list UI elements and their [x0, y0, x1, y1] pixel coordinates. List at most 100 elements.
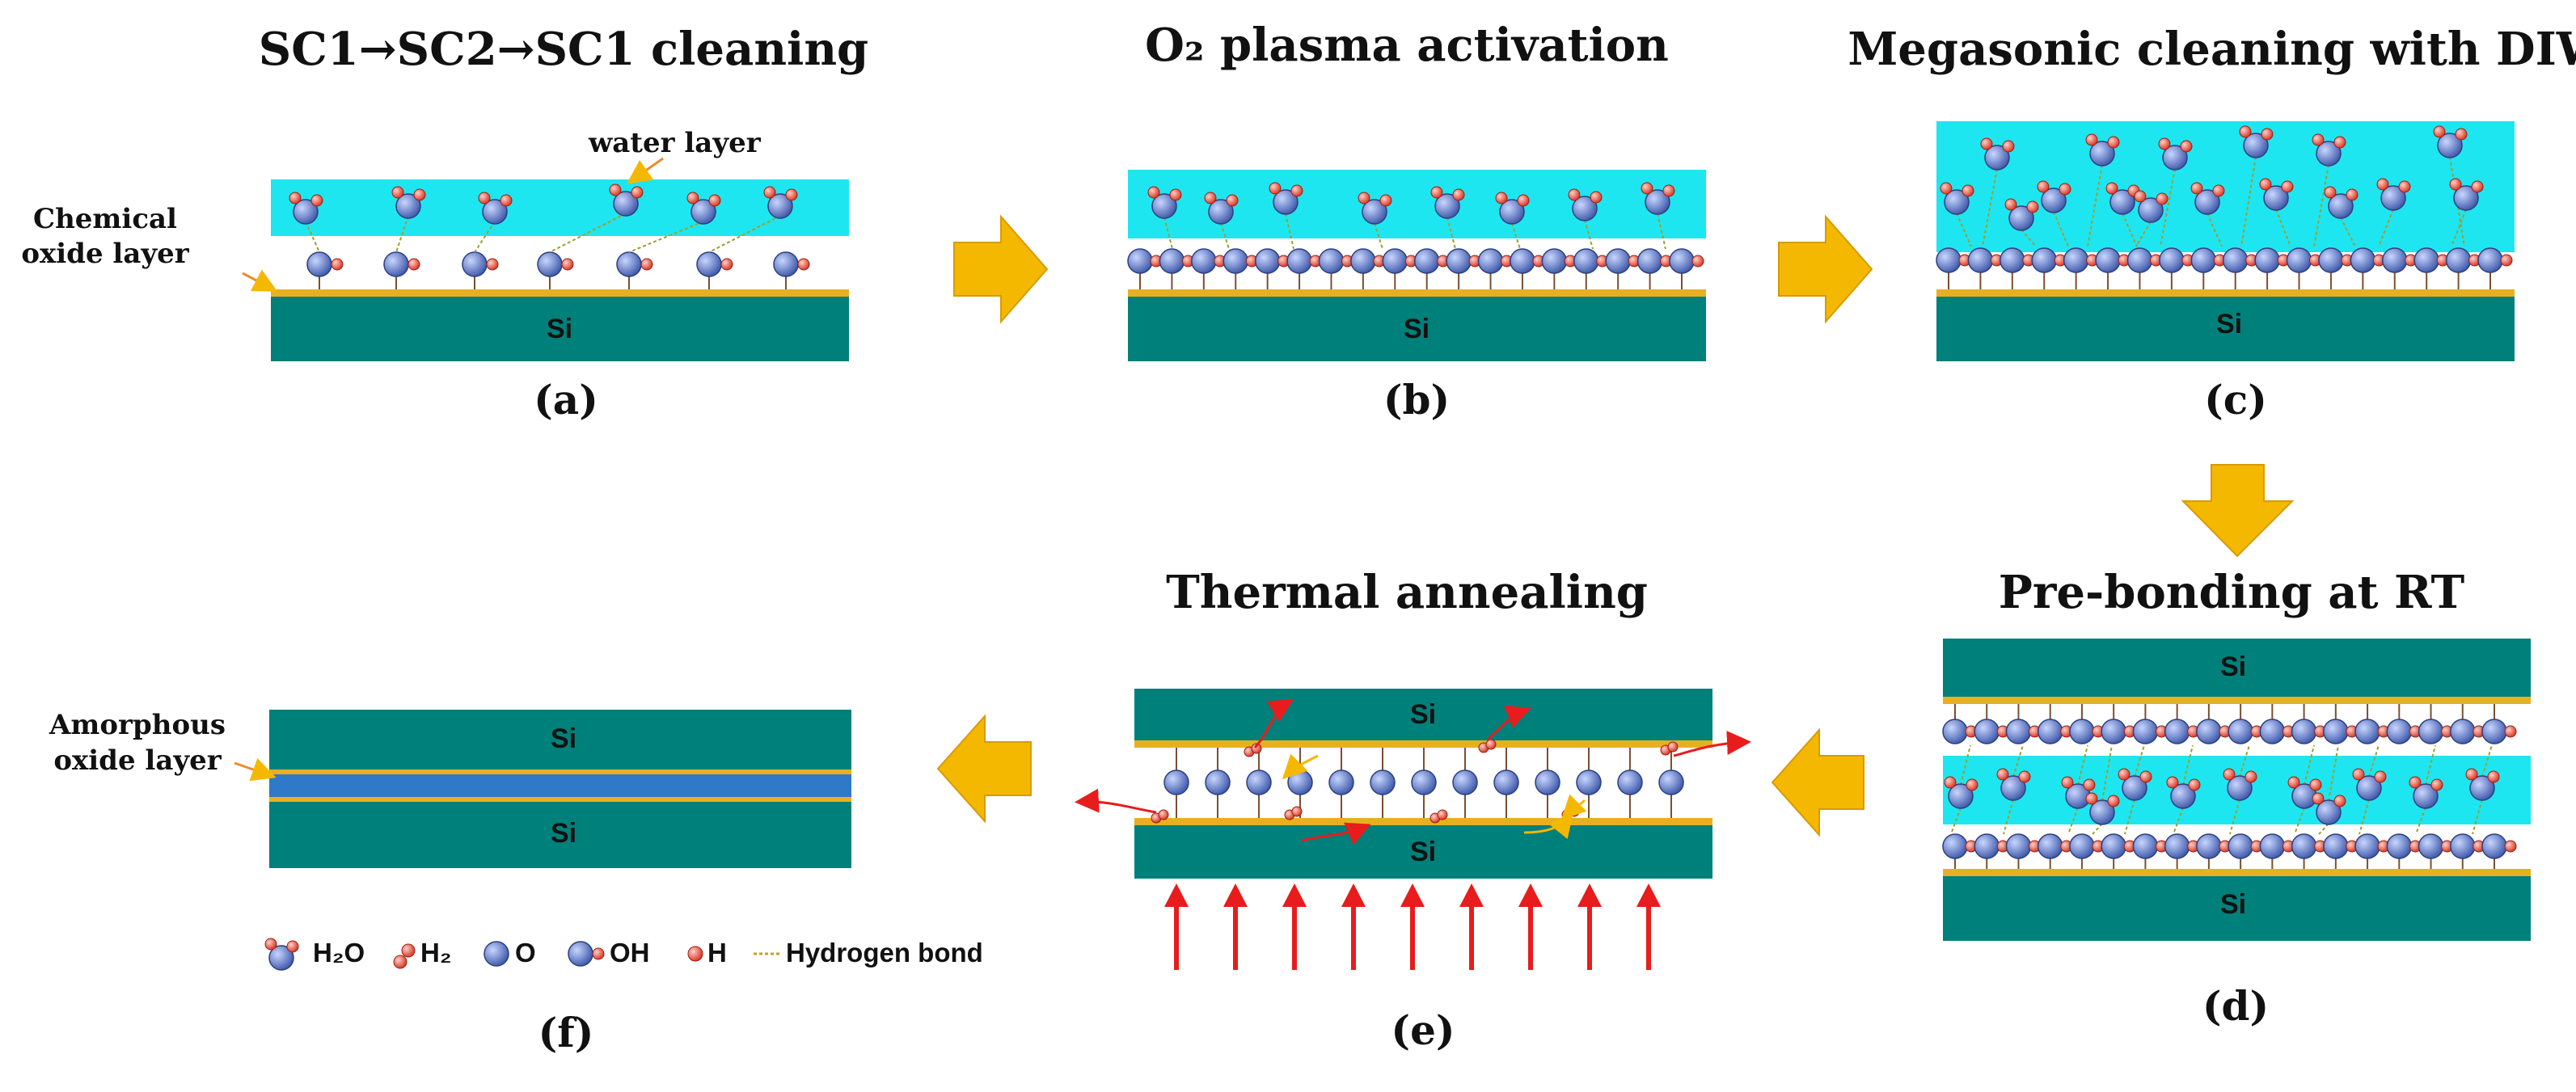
hydrogen-atom — [2139, 770, 2152, 783]
hydrogen-atom — [1452, 188, 1465, 201]
hydrogen-atom — [1667, 741, 1679, 753]
oxygen-atom — [2037, 719, 2063, 744]
hydrogen-bond — [1511, 222, 1521, 250]
water-layer — [1936, 121, 2515, 252]
oxygen-atom — [306, 251, 332, 277]
hydrogen-atom — [2083, 778, 2096, 791]
surface-hydroxyl-row — [1127, 248, 1704, 289]
panel-a: Si water layer Chemical oxide layer (a) — [21, 127, 849, 424]
oxygen-atom — [383, 251, 409, 277]
hydrogen-atom — [391, 186, 404, 199]
hydrogen-atom — [2134, 190, 2147, 203]
process-flow-arrows — [936, 214, 2295, 837]
oxygen-atom — [2227, 775, 2253, 801]
oxygen-atom — [2101, 719, 2126, 744]
hydrogen-atom — [2449, 178, 2462, 191]
silicon-substrate — [1128, 297, 1706, 361]
si-top-label: Si — [2220, 651, 2246, 682]
heat-arrow-head — [1459, 883, 1484, 907]
oxygen-atom — [2356, 775, 2382, 801]
water-molecule — [2061, 776, 2096, 809]
oxygen-atom — [2031, 247, 2057, 273]
hydrogen-atom — [2471, 180, 2484, 193]
hydrogen-bond — [2087, 164, 2103, 247]
hydrogen-bond — [2425, 744, 2436, 786]
hydrogen-atom — [640, 258, 653, 271]
hydrogen-atom — [797, 258, 810, 271]
bridging-oxygen-row — [1163, 748, 1684, 818]
water-molecule — [478, 192, 513, 225]
adsorbed-water-molecules — [1940, 125, 2484, 247]
hydrogen-bond — [474, 221, 496, 253]
si-bottom-label: Si — [1410, 837, 1436, 867]
water-molecule — [2449, 178, 2484, 211]
oxygen-atom — [2069, 719, 2095, 744]
hydrogen-atom — [478, 192, 491, 204]
heat-arrow-head — [1282, 883, 1307, 907]
oxygen-atom — [2041, 188, 2067, 213]
hydrogen-bond — [2053, 211, 2069, 247]
water-molecule — [2312, 133, 2346, 167]
oxygen-atom — [2413, 247, 2439, 273]
panel-d-title: Pre-bonding at RT — [1999, 566, 2465, 619]
oxide-layer-top — [1134, 740, 1712, 748]
panel-d-label: (d) — [2202, 982, 2269, 1030]
hydrogen-atom — [2346, 188, 2359, 201]
oxygen-atom — [2109, 189, 2135, 215]
hydrogen-atom — [2287, 776, 2300, 789]
hydrogen-bond — [2122, 213, 2138, 247]
hydrogen-bond — [2304, 744, 2315, 786]
heat-arrow-head — [1577, 883, 1602, 907]
water-molecule — [1940, 182, 1974, 215]
hydrogen-atom — [592, 947, 605, 960]
hydrogen-molecule — [1151, 809, 1169, 824]
diffusion-path — [1282, 753, 1319, 780]
oxygen-atom — [2101, 833, 2126, 859]
oxygen-atom — [2254, 247, 2280, 273]
hydrogen-atom — [2059, 183, 2071, 196]
water-molecule — [2239, 125, 2274, 158]
panel-f: Si Si Amorphous oxide layer (f) — [49, 709, 851, 1056]
hydrogen-atom — [1980, 137, 1993, 150]
hydrogen-atom — [2107, 795, 2120, 807]
oxygen-atom — [1645, 189, 1670, 215]
hydrogen-atom — [310, 194, 323, 207]
oxygen-atom — [1328, 769, 1354, 795]
hydrogen-atom — [2465, 768, 2478, 781]
water-molecule — [2166, 776, 2201, 809]
oxygen-atom — [1159, 248, 1185, 274]
silicon-substrate — [271, 297, 849, 361]
water-molecule — [391, 186, 426, 219]
oxygen-atom — [2354, 719, 2380, 744]
water-molecule — [264, 938, 299, 971]
hydrogen-atom — [1290, 184, 1303, 197]
oxygen-atom — [1362, 199, 1387, 225]
legend-h2o: H₂O — [313, 938, 365, 968]
hydrogen-atom — [561, 258, 574, 271]
oxygen-atom — [568, 941, 593, 967]
hydrogen-atom — [1517, 194, 1530, 207]
oxygen-atom — [2164, 833, 2190, 859]
hydrogen-atom — [1269, 182, 1282, 195]
oxygen-atom — [1411, 769, 1437, 795]
hydrogen-atom — [2180, 140, 2193, 153]
hydrogen-atom — [413, 188, 426, 201]
silicon-wafer-top — [1943, 639, 2531, 697]
hydrogen-atom — [2398, 180, 2411, 193]
oxygen-atom — [1535, 769, 1560, 795]
hydrogen-atom — [2504, 725, 2517, 738]
oxygen-atom — [1658, 769, 1684, 795]
hydrogen-atom — [486, 258, 499, 271]
oxygen-atom — [2382, 247, 2408, 273]
hydrogen-bond — [2124, 799, 2135, 835]
water-molecule — [2312, 792, 2346, 825]
oxygen-atom — [2386, 833, 2413, 859]
hydrogen-atom — [2312, 133, 2325, 146]
water-molecule — [1358, 192, 1392, 225]
oxygen-atom — [1967, 247, 1994, 273]
panel-e-label: (e) — [1391, 1006, 1455, 1054]
oxygen-atom — [2413, 783, 2439, 809]
panel-c: Si (c) — [1936, 121, 2515, 424]
water-molecule — [609, 183, 644, 217]
hydrogen-atom — [1944, 776, 1957, 789]
